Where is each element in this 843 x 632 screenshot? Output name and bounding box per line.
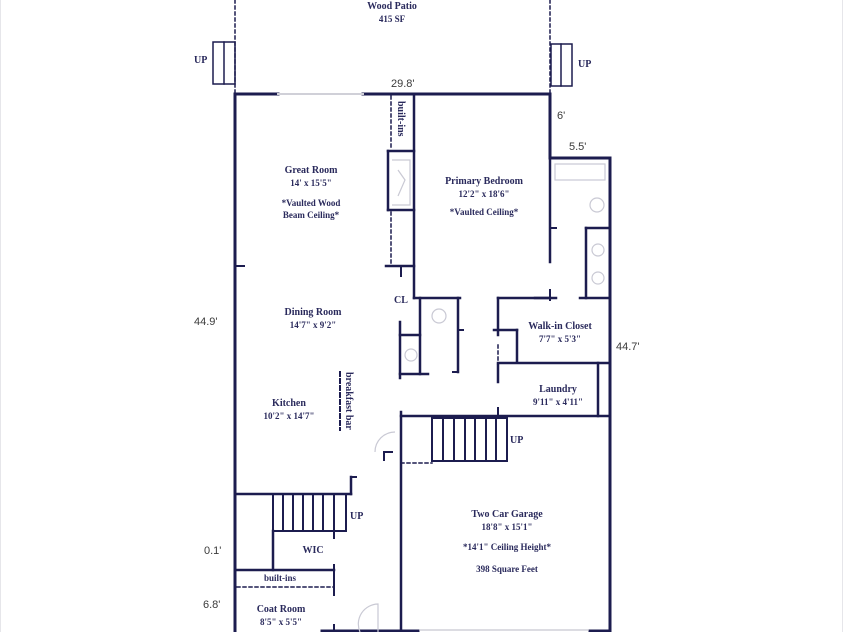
garage-size: 18'8" x 15'1" xyxy=(481,522,533,532)
dimension-right-height: 44.7' xyxy=(616,341,640,353)
dining-room-name: Dining Room xyxy=(284,307,342,318)
dimension-right-upper: 6' xyxy=(557,110,566,122)
room-dining-room: Dining Room 14'7" x 9'2" xyxy=(285,307,342,331)
laundry-name: Laundry xyxy=(539,384,577,395)
patio-name: Wood Patio xyxy=(367,1,417,12)
built-ins-horizontal-label: built-ins xyxy=(264,573,297,583)
fireplace-fixture xyxy=(392,159,411,206)
coat-room-size: 8'5" x 5'5" xyxy=(259,617,302,627)
built-ins-vertical-label: built-ins xyxy=(395,101,406,137)
sink-1 xyxy=(591,243,605,257)
primary-bedroom-note: *Vaulted Ceiling* xyxy=(449,207,519,217)
dimension-left-bottom: 6.8' xyxy=(203,599,221,611)
patio-label: Wood Patio 415 SF xyxy=(367,1,417,25)
dimension-top-width: 29.8' xyxy=(391,78,415,90)
primary-bedroom-size: 12'2" x 18'6" xyxy=(458,189,510,199)
room-walk-in-closet: Walk-in Closet 7'7" x 5'3" xyxy=(528,321,592,345)
room-great-room: Great Room 14' x 15'5" *Vaulted Wood Bea… xyxy=(282,165,341,221)
kitchen-name: Kitchen xyxy=(272,398,306,409)
kitchen-size: 10'2" x 14'7" xyxy=(263,411,315,421)
stairs-up-right-label: UP xyxy=(578,59,592,70)
primary-bedroom-name: Primary Bedroom xyxy=(445,176,523,187)
breakfast-bar-label: breakfast bar xyxy=(343,372,354,430)
room-garage: Two Car Garage 18'8" x 15'1" *14'1" Ceil… xyxy=(463,509,551,575)
stairs-up-left-label: UP xyxy=(194,55,208,66)
sink-half-bath xyxy=(404,348,418,362)
garage-note: *14'1" Ceiling Height* xyxy=(463,542,551,552)
stairs-up-wic-label: UP xyxy=(350,511,364,522)
bathtub xyxy=(554,163,606,181)
coat-room-name: Coat Room xyxy=(256,604,306,615)
room-laundry: Laundry 9'11" x 4'11" xyxy=(533,384,583,408)
room-primary-bedroom: Primary Bedroom 12'2" x 18'6" *Vaulted C… xyxy=(445,176,523,218)
garage-area: 398 Square Feet xyxy=(476,564,538,574)
closet-label: CL xyxy=(394,295,408,306)
great-room-size: 14' x 15'5" xyxy=(290,178,332,188)
wic-name: WIC xyxy=(302,545,324,556)
dining-room-size: 14'7" x 9'2" xyxy=(289,320,337,330)
toilet-primary-bath xyxy=(589,197,605,213)
walk-in-closet-name: Walk-in Closet xyxy=(528,321,592,332)
dimension-bump-width: 5.5' xyxy=(569,141,587,153)
garage-name: Two Car Garage xyxy=(471,509,543,520)
laundry-size: 9'11" x 4'11" xyxy=(532,397,584,407)
room-wic: WIC xyxy=(302,545,323,557)
dimension-left-small: 0.1' xyxy=(204,545,222,557)
great-room-name: Great Room xyxy=(284,165,338,176)
toilet-half-bath xyxy=(431,308,447,324)
walk-in-closet-size: 7'7" x 5'3" xyxy=(539,334,581,344)
room-kitchen: Kitchen 10'2" x 14'7" xyxy=(264,398,315,422)
patio-area: 415 SF xyxy=(378,14,406,24)
door-swing-kitchen xyxy=(374,431,396,453)
dimension-left-height: 44.9' xyxy=(194,316,218,328)
great-room-note2: Beam Ceiling* xyxy=(282,210,340,220)
sink-2 xyxy=(591,271,605,285)
room-coat-room: Coat Room 8'5" x 5'5" xyxy=(257,604,306,628)
door-swing-coat xyxy=(357,603,379,632)
stairs-up-laundry-label: UP xyxy=(510,435,524,446)
great-room-note1: *Vaulted Wood xyxy=(281,198,341,208)
